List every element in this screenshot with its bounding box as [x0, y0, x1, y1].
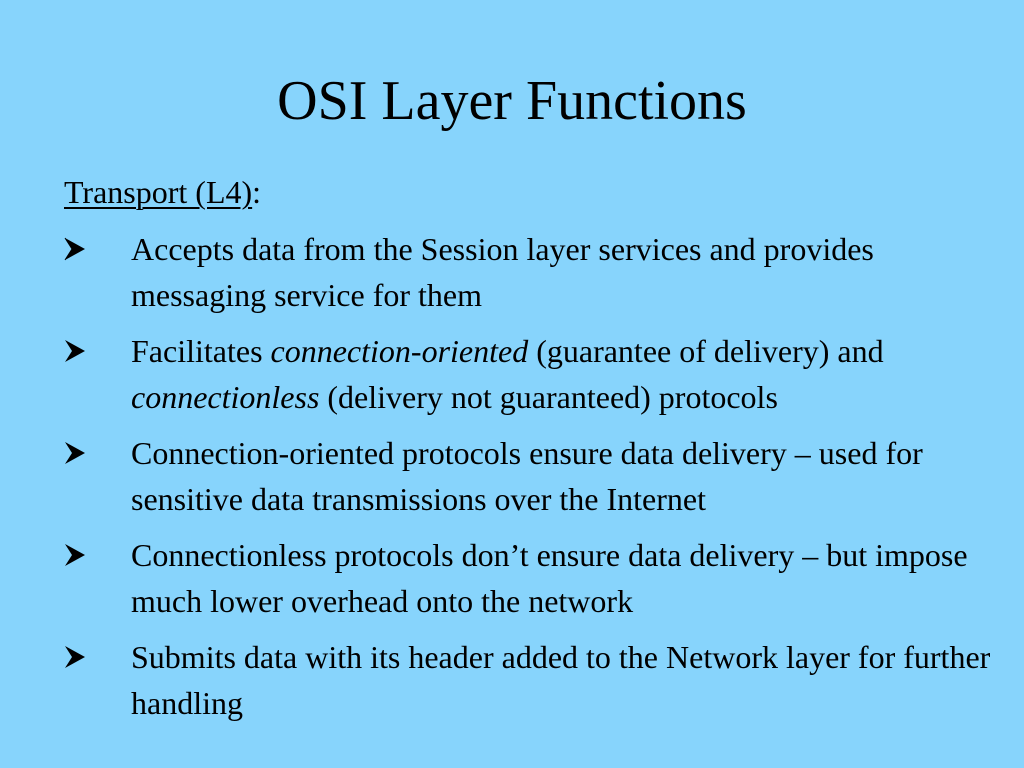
- bullet-item: Connectionless protocols don’t ensure da…: [64, 532, 1004, 624]
- bullet-text: Accepts data from the Session layer serv…: [131, 231, 874, 313]
- arrowhead-bullet-icon: [64, 440, 86, 466]
- bullet-item: Connection-oriented protocols ensure dat…: [64, 430, 1004, 522]
- arrowhead-bullet-icon: [64, 338, 86, 364]
- bullet-item: Accepts data from the Session layer serv…: [64, 226, 1004, 318]
- term-connection-oriented: connection-oriented: [270, 333, 529, 369]
- bullet-item: Facilitates connection-oriented (guarant…: [64, 328, 1004, 420]
- bullet-text: Facilitates connection-oriented (guarant…: [131, 333, 884, 415]
- section-heading-label: Transport (L4): [64, 174, 253, 210]
- arrowhead-bullet-icon: [64, 236, 86, 262]
- bullet-text: Connection-oriented protocols ensure dat…: [131, 435, 923, 517]
- bullet-list: Accepts data from the Session layer serv…: [64, 226, 1004, 736]
- bullet-text: Submits data with its header added to th…: [131, 639, 991, 721]
- section-heading: Transport (L4):: [64, 172, 261, 212]
- bullet-text: Connectionless protocols don’t ensure da…: [131, 537, 968, 619]
- arrowhead-bullet-icon: [64, 542, 86, 568]
- term-connectionless: connectionless: [131, 379, 320, 415]
- bullet-item: Submits data with its header added to th…: [64, 634, 1004, 726]
- slide-title: OSI Layer Functions: [277, 70, 747, 132]
- section-heading-colon: :: [252, 174, 262, 210]
- arrowhead-bullet-icon: [64, 644, 86, 670]
